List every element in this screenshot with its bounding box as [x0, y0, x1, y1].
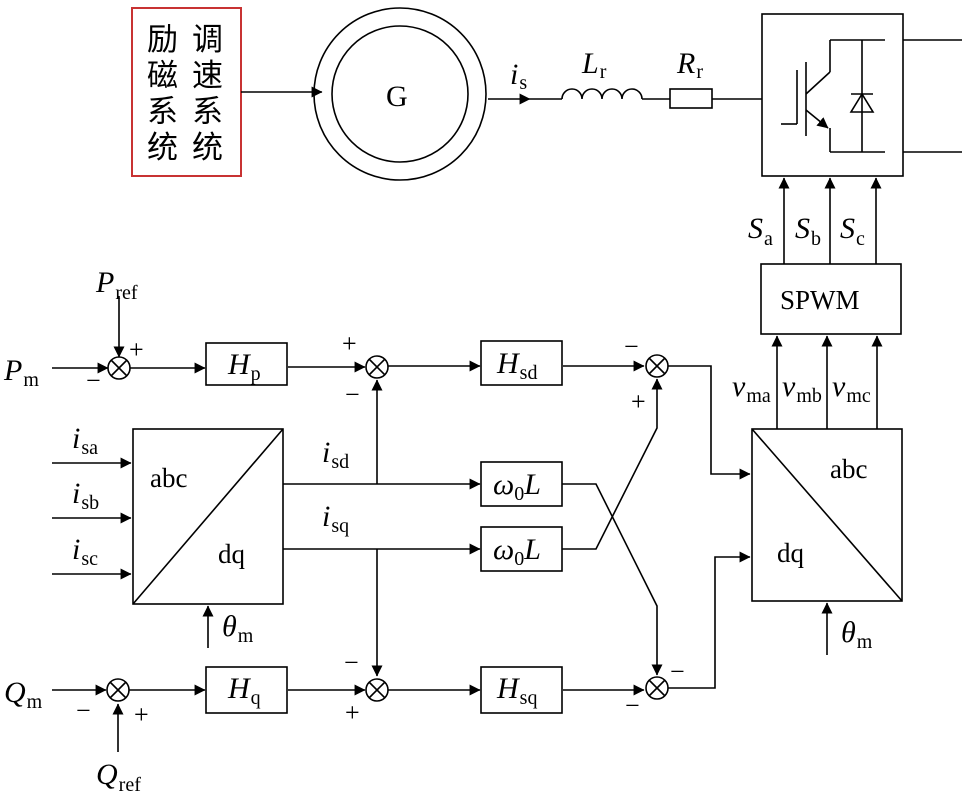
svg-text:统: 统 [147, 130, 178, 166]
sb-label: Sb [795, 212, 821, 250]
sign-q-minus: − [76, 696, 91, 725]
dq-label-left: dq [218, 539, 246, 569]
w0l-bottom-to-sum-vd [562, 378, 663, 550]
isb-label: isb [72, 477, 99, 514]
resistor-symbol [669, 88, 713, 109]
hp-block [205, 342, 288, 386]
hsd-block [480, 340, 563, 386]
p-ref-label: Pref [95, 266, 138, 304]
isq-label: isq [322, 500, 349, 537]
abc-dq-diagonal [132, 428, 284, 605]
sign-p-minus: − [86, 366, 101, 395]
svg-text:统: 统 [192, 130, 223, 166]
hq-block [205, 666, 288, 714]
svg-text:系: 系 [147, 94, 178, 130]
isc-label: isc [72, 533, 98, 570]
sa-label: Sa [748, 212, 773, 250]
sign-d-plus: + [342, 329, 357, 358]
hsq-block [480, 666, 563, 714]
sign-q2-plus: + [345, 698, 360, 727]
hp-label: Hp [227, 348, 261, 385]
is-label: is [510, 58, 527, 94]
dq-abc-diagonal [751, 428, 903, 602]
vmb-label: vmb [782, 370, 822, 407]
w0l-bottom-label: ω0L [493, 533, 541, 570]
hsq-label: Hsq [496, 672, 537, 709]
p-m-label: Pm [3, 354, 39, 391]
sign-d-minus: − [345, 380, 360, 409]
sum-junction-vq [645, 676, 669, 700]
svg-text:系: 系 [192, 94, 223, 130]
sign-vq-minus-bottom: − [625, 691, 640, 720]
hsd-label: Hsd [496, 347, 537, 384]
vmc-label: vmc [832, 370, 871, 407]
inductor-symbol [561, 88, 643, 100]
dq-label-right: dq [777, 538, 805, 568]
sum-junction-p [107, 356, 131, 380]
sign-p-plus: + [129, 335, 144, 364]
hq-label: Hq [227, 672, 261, 709]
lr-label: Lr [581, 47, 607, 83]
speed-control-label: 调 速 系 统 [192, 22, 223, 166]
rr-label: Rr [676, 47, 703, 83]
generator-outer-ring [313, 7, 487, 181]
vq-to-inverse-transform [668, 551, 751, 689]
sign-vd-minus: − [624, 332, 639, 361]
spwm-label: SPWM [780, 285, 860, 315]
sum-junction-vd [645, 354, 669, 378]
q-m-label: Qm [4, 676, 43, 713]
vd-to-inverse-transform [668, 365, 751, 480]
q-ref-label: Qref [96, 758, 141, 796]
converter-box [761, 13, 904, 177]
sum-junction-q2 [365, 678, 389, 702]
junction-signs: + − + − − + − + − + − − [76, 329, 685, 729]
svg-text:励: 励 [147, 22, 178, 58]
igbt-symbol [781, 39, 885, 153]
svg-text:调: 调 [192, 22, 223, 58]
svg-text:磁: 磁 [147, 58, 178, 94]
w0l-top-label: ω0L [493, 468, 541, 505]
sign-vq-minus-right: − [670, 657, 685, 686]
sign-vd-plus: + [631, 387, 646, 416]
abc-label-left: abc [150, 463, 187, 493]
vma-label: vma [732, 370, 771, 407]
generator-inner-ring [331, 25, 469, 163]
abc-label-right: abc [830, 454, 867, 484]
generator-label: G [386, 80, 408, 113]
isd-label: isd [322, 436, 349, 473]
svg-text:速: 速 [192, 58, 223, 94]
w0l-top-to-sum-vq [562, 483, 663, 676]
abc-dq-transform [132, 428, 284, 605]
excitation-label: 励 磁 系 统 [147, 22, 178, 166]
sign-q-plus: + [134, 700, 149, 729]
spwm-box [760, 263, 902, 335]
theta-label-left: θm [222, 610, 254, 647]
isa-label: isa [72, 422, 98, 459]
sum-junction-d [365, 355, 389, 379]
dq-abc-transform [751, 428, 903, 602]
sc-label: Sc [840, 212, 865, 250]
sum-junction-q [106, 678, 130, 702]
theta-label-right: θm [841, 616, 873, 653]
sign-q2-minus: − [344, 648, 359, 677]
